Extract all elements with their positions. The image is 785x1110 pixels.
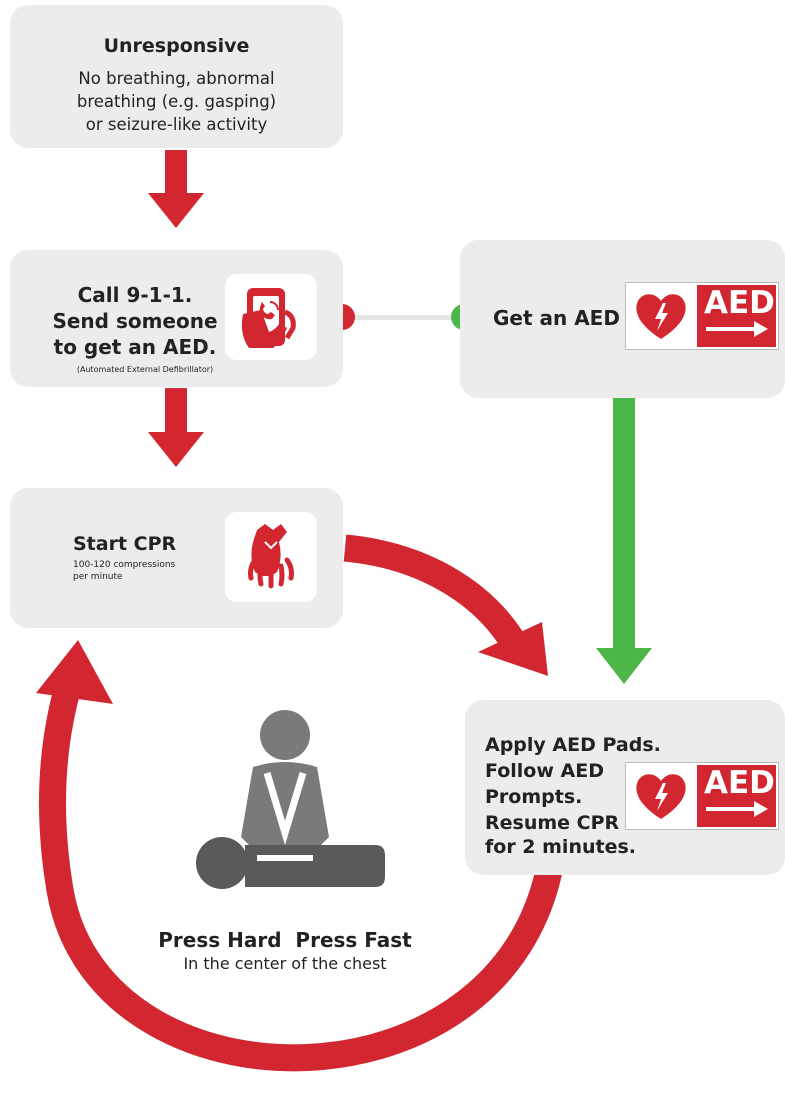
cpr-to-aed-arrowhead [478,622,548,676]
step-apply-aed-box: Apply AED Pads. Follow AED Prompts. Resu… [465,700,785,875]
green-arrow-shaft [613,398,635,648]
unresponsive-line-3: or seizure-like activity [85,115,268,134]
caption-bold: Press Hard Press Fast [158,928,412,952]
apply-line-4: Resume CPR [485,812,620,834]
phone-hand-icon [241,288,296,348]
get-aed-label: Get an AED [493,306,620,330]
step-unresponsive-box: Unresponsive No breathing, abnormal brea… [10,5,343,148]
call-footnote: (Automated External Defibrillator) [76,365,214,374]
step-call-box: Call 9-1-1. Send someone to get an AED. … [10,250,343,387]
caption-sub: In the center of the chest [183,954,387,973]
down-arrow-1-head [148,193,204,228]
rescuer-head [260,710,310,760]
unresponsive-title: Unresponsive [103,35,250,57]
cpr-title: Start CPR [73,533,177,555]
apply-line-2: Follow AED [485,760,604,782]
down-arrow-2-head [148,432,204,467]
aed-sign-icon-2: AED [625,762,779,830]
step-get-aed-box: Get an AED AED [460,240,785,398]
cpr-person-illustration [196,710,385,889]
cpr-to-aed-arc [343,534,524,648]
rescuer-body [241,762,329,857]
unresponsive-line-2: breathing (e.g. gasping) [76,92,277,111]
green-arrow-head [596,648,652,684]
connector-line [342,315,464,320]
unresponsive-line-1: No breathing, abnormal [78,69,275,88]
aed-sign-icon: AED [625,282,779,350]
apply-line-5: for 2 minutes. [485,836,636,858]
cpr-rate-line-1: 100-120 compressions [73,560,176,570]
down-arrow-1-shaft [165,150,187,195]
cycle-loop-arrowhead [36,640,113,704]
hands-compression-icon [248,524,294,589]
patient-head [196,837,248,889]
call-line-3: to get an AED. [53,335,217,359]
patient-body [245,845,385,887]
hands-icon-card [225,512,317,602]
step-cpr-box: Start CPR 100-120 compressions per minut… [10,488,343,628]
call-line-1: Call 9-1-1. [77,283,193,307]
phone-hand-icon-card [225,274,317,360]
apply-line-1: Apply AED Pads. [485,734,661,756]
apply-line-3: Prompts. [485,786,583,808]
cycle-loop-arc [39,676,569,1072]
cpr-rate-line-2: per minute [73,572,123,582]
aed-sign-text-2: AED [704,765,775,801]
aed-sign-text: AED [704,285,775,321]
down-arrow-2-shaft [165,388,187,433]
call-line-2: Send someone [52,309,218,333]
